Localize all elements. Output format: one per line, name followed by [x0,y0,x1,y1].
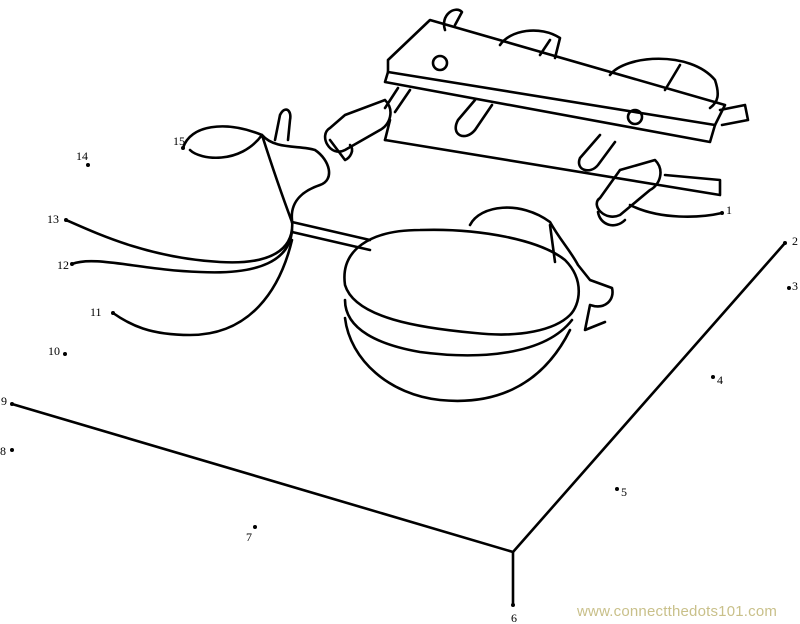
dot-label: 6 [511,611,517,624]
dot-13[interactable] [64,218,68,222]
dot-label: 15 [173,134,185,148]
dot-label: 4 [717,373,723,387]
dot-label: 9 [1,394,7,408]
dot-2[interactable] [783,241,787,245]
dot-label: 10 [48,344,60,358]
cart-drawing [64,8,750,403]
dot-7[interactable] [253,525,257,529]
dot-9[interactable] [10,402,14,406]
dot-11[interactable] [111,311,115,315]
dot-4[interactable] [711,375,715,379]
dot-14[interactable] [86,163,90,167]
dot-label: 7 [246,530,252,544]
dot-label: 3 [792,279,798,293]
dots [10,146,791,607]
dot-label: 11 [90,305,102,319]
dot-label: 1 [726,203,732,217]
dot-1[interactable] [720,211,724,215]
dot-label: 13 [47,212,59,226]
dot-10[interactable] [63,352,67,356]
dot-label: 14 [76,149,88,163]
dot-label: 2 [792,234,798,248]
watermark: www.connectthedots101.com [577,603,778,620]
dot-label: 5 [621,485,627,499]
dot-5[interactable] [615,487,619,491]
dot-label: 8 [0,444,6,458]
dot-6[interactable] [511,603,515,607]
base-outline [10,241,787,607]
dot-12[interactable] [70,262,74,266]
dot-8[interactable] [10,448,14,452]
dot-label: 12 [57,258,69,272]
dot-3[interactable] [787,286,791,290]
dot-15[interactable] [181,146,185,150]
